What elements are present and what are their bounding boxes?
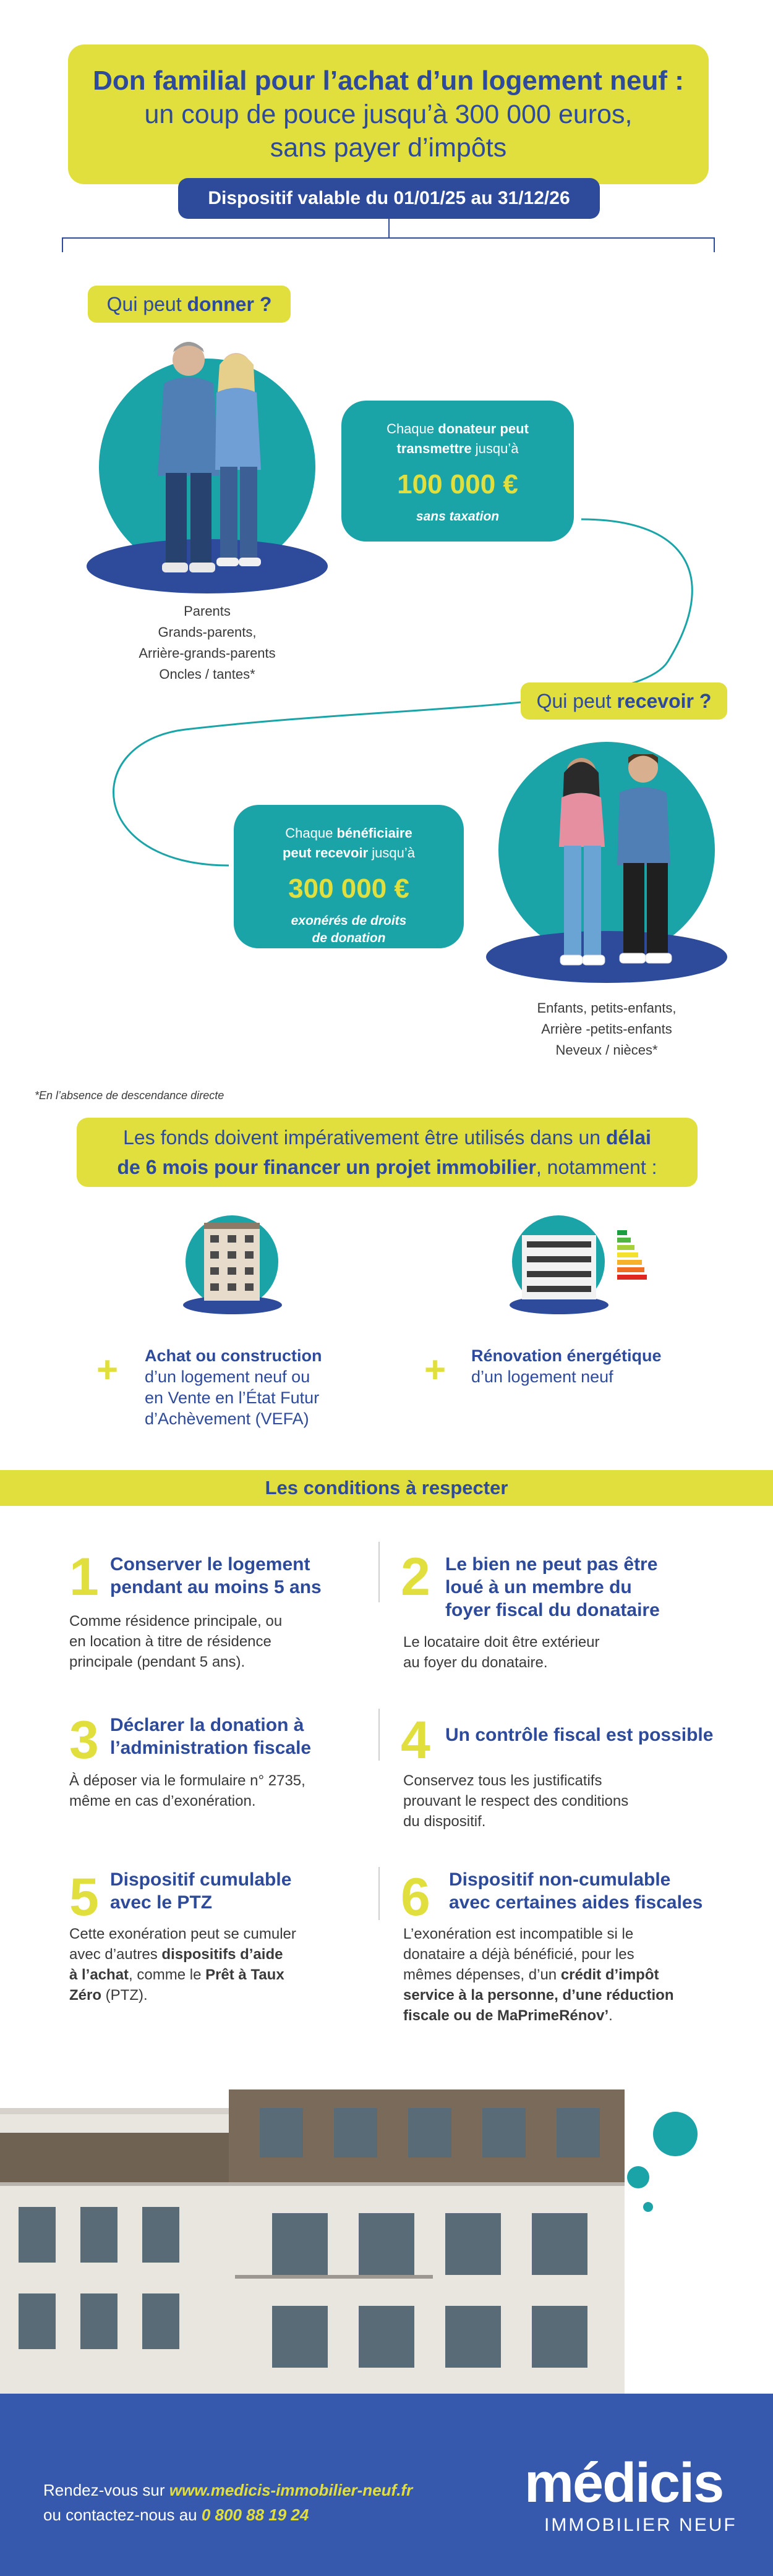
condition-title: Conserver le logement pendant au moins 5… — [110, 1554, 322, 1597]
receivers-circle — [498, 742, 715, 958]
conditions-heading: Les conditions à respecter — [0, 1470, 773, 1506]
divider — [378, 1542, 380, 1602]
flow-curve — [113, 518, 693, 867]
plus-icon: + — [96, 1349, 119, 1390]
funds-banner: Les fonds doivent impérativement être ut… — [77, 1118, 698, 1187]
condition-text: Comme résidence principale, ou en locati… — [69, 1613, 283, 1670]
receiver-amount: 300 000 € — [288, 874, 409, 904]
condition-text: L’exonération est incompatible si le don… — [403, 1926, 674, 2024]
section-bracket — [62, 237, 715, 252]
receivers-heading: Qui peut recevoir ? — [521, 682, 727, 720]
condition-text: Cette exonération peut se cumuler avec d… — [69, 1926, 296, 2004]
condition-number: 4 — [401, 1711, 430, 1770]
divider — [378, 1867, 380, 1920]
page-subtitle-line-1: un coup de pouce jusqu’à 300 000 euros, — [144, 100, 633, 129]
logo-subtitle: IMMOBILIER NEUF — [544, 2515, 737, 2535]
condition-title: Dispositif non-cumulable avec certaines … — [449, 1869, 703, 1913]
divider — [378, 1709, 380, 1761]
condition-title: Déclarer la donation à l’administration … — [110, 1715, 312, 1758]
title-banner: Don familial pour l’achat d’un logement … — [68, 45, 709, 184]
donors-photo — [158, 342, 261, 572]
condition-number: 1 — [69, 1547, 99, 1607]
receivers-base-ellipse — [486, 931, 727, 983]
donor-amount: 100 000 € — [397, 469, 518, 499]
plus-icon: + — [424, 1349, 446, 1390]
building-photo — [0, 2089, 698, 2429]
condition-number: 3 — [69, 1711, 99, 1770]
receivers-photo — [559, 754, 672, 966]
footer: Rendez-vous sur www.medicis-immobilier-n… — [0, 2394, 773, 2576]
footer-contact: Rendez-vous sur www.medicis-immobilier-n… — [43, 2481, 413, 2524]
feature-construction: Achat ou construction d’un logement neuf… — [145, 1346, 322, 1428]
feature-renovation: Rénovation énergétique d’un logement neu… — [471, 1346, 662, 1386]
donors-list: Parents Grands-parents, Arrière-grands-p… — [139, 603, 276, 682]
condition-title: Un contrôle fiscal est possible — [445, 1725, 714, 1745]
donor-amount-bubble: Chaque donateur peut transmettre jusqu’à… — [341, 401, 574, 542]
receiver-amount-bubble: Chaque bénéficiaire peut recevoir jusqu’… — [234, 805, 464, 948]
website-link[interactable]: www.medicis-immobilier-neuf.fr — [169, 2481, 413, 2499]
condition-text: Le locataire doit être extérieur au foye… — [403, 1634, 600, 1671]
building-icon — [204, 1223, 260, 1301]
condition-number: 5 — [69, 1868, 99, 1927]
energy-building-icon — [522, 1230, 647, 1299]
condition-number: 2 — [401, 1547, 430, 1607]
page-title: Don familial pour l’achat d’un logement … — [93, 66, 684, 96]
condition-number: 6 — [401, 1868, 430, 1927]
validity-badge: Dispositif valable du 01/01/25 au 31/12/… — [178, 178, 600, 219]
page-subtitle-line-2: sans payer d’impôts — [270, 133, 507, 163]
phone-link[interactable]: 0 800 88 19 24 — [201, 2506, 309, 2524]
donors-heading: Qui peut donner ? — [88, 286, 291, 323]
medicis-logo: médicis — [524, 2452, 724, 2514]
divider-stem — [388, 219, 390, 237]
receivers-list: Enfants, petits-enfants, Arrière -petits… — [537, 1000, 677, 1058]
condition-text: À déposer via le formulaire n° 2735, mêm… — [69, 1772, 305, 1809]
condition-title: Le bien ne peut pas être loué à un membr… — [445, 1554, 660, 1620]
condition-title: Dispositif cumulable avec le PTZ — [110, 1869, 292, 1913]
condition-text: Conservez tous les justificatifs prouvan… — [403, 1772, 629, 1830]
footnote: *En l’absence de descendance directe — [35, 1089, 224, 1102]
